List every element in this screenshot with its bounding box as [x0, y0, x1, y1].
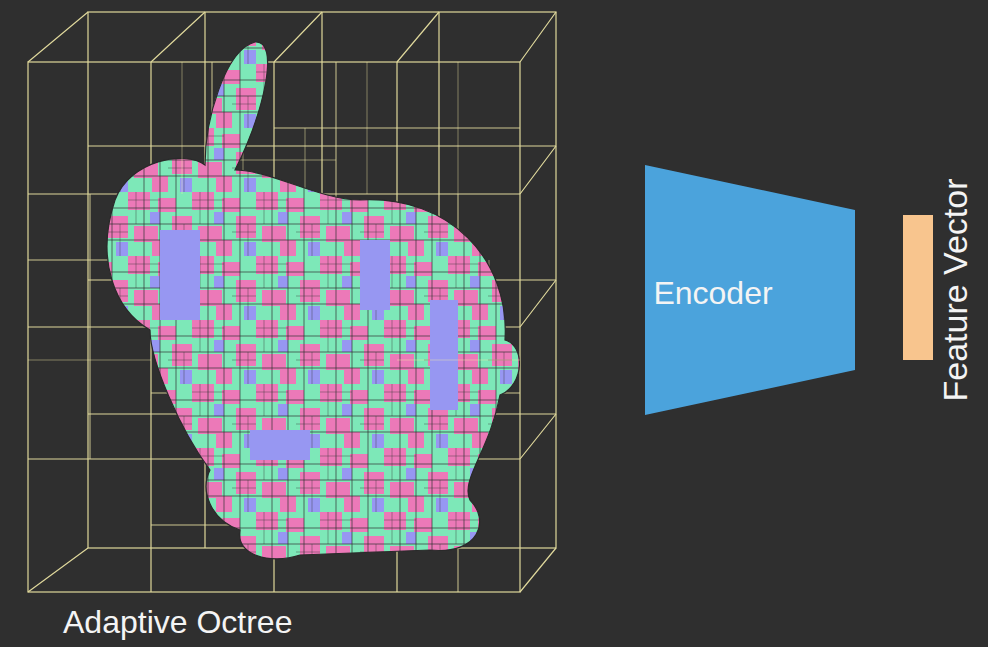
- block-label: Encoder: [653, 275, 772, 312]
- feature-vector-bar: Feature Vector: [903, 215, 933, 360]
- encoder-block: Encoder: [645, 165, 855, 415]
- trapezoid-fill: [645, 165, 855, 415]
- vertical-label: Feature Vector: [938, 178, 972, 401]
- caption: Adaptive Octree: [63, 604, 292, 641]
